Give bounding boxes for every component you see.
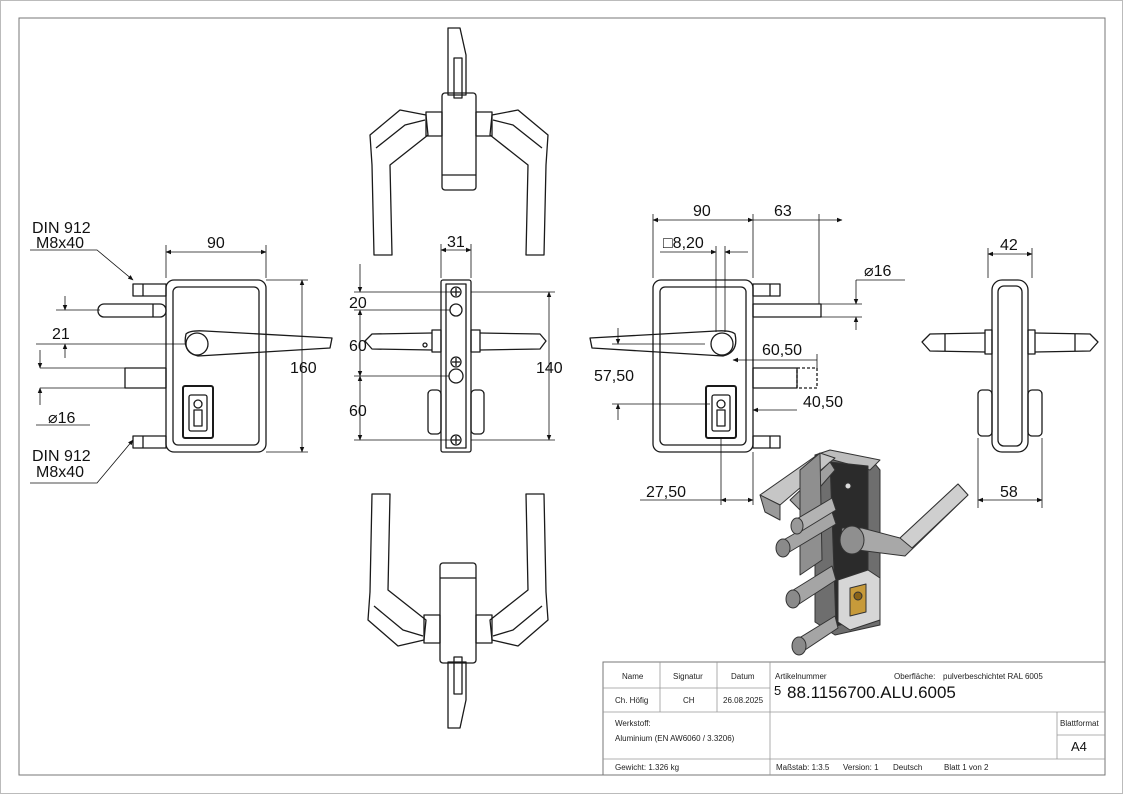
drawing-frame [18,17,1106,776]
tb-name-value: Ch. Höfig [615,696,648,705]
dim-left-top-screw-2: M8x40 [36,235,84,252]
top-view [369,27,549,256]
dim-left-bottom-screw-2: M8x40 [36,464,84,481]
dim-right-5750: 57,50 [594,368,634,385]
dim-left-height: 160 [290,360,317,377]
tb-language: Deutsch [893,763,922,772]
tb-article-number: 88.1156700.ALU.6005 [787,683,956,702]
dim-center-width: 31 [447,234,465,251]
tb-date-value: 26.08.2025 [723,696,764,705]
tb-sheet: Blatt 1 von 2 [944,763,989,772]
tb-version: Version: 1 [843,763,879,772]
tb-sheet-format-label: Blattformat [1060,719,1099,728]
tb-signature-label: Signatur [673,672,703,681]
tb-article-prefix: 5 [774,683,781,698]
tb-material-label: Werkstoff: [615,719,651,728]
dimension-labels: DIN 912 M8x40 90 21 160 ⌀16 DIN 912 M8x4… [32,203,1018,501]
dim-right-dia16: ⌀16 [864,263,892,280]
dim-center-60b: 60 [349,403,367,420]
tb-surface-value: pulverbeschichtet RAL 6005 [943,672,1043,681]
dim-side-58: 58 [1000,484,1018,501]
dim-right-90: 90 [693,203,711,220]
isometric-view [759,449,969,656]
tb-scale: Maßstab: 1:3.5 [776,763,830,772]
dim-right-6050: 60,50 [762,342,802,359]
dim-right-4050: 40,50 [803,394,843,411]
dim-left-bottom-screw-1: DIN 912 [32,448,91,465]
tb-article-label: Artikelnummer [775,672,827,681]
dim-side-42: 42 [1000,237,1018,254]
tb-weight: Gewicht: 1.326 kg [615,763,679,772]
dim-right-63: 63 [774,203,792,220]
tb-material-value: Aluminium (EN AW6060 / 3.3206) [615,734,735,743]
dim-center-20: 20 [349,295,367,312]
bottom-view [367,493,549,729]
center-view [364,279,547,453]
tb-name-label: Name [622,672,644,681]
title-block: Name Signatur Datum Ch. Höfig CH 26.08.2… [602,661,1106,776]
right-front-view [589,279,822,453]
side-view [921,279,1099,453]
dimension-lines [30,214,1043,508]
tb-signature-value: CH [683,696,695,705]
dim-left-dia16: ⌀16 [48,410,76,427]
dim-left-21: 21 [52,326,70,343]
dim-left-top-screw-1: DIN 912 [32,220,91,237]
tb-sheet-format-value: A4 [1071,739,1087,754]
dim-center-140: 140 [536,360,563,377]
left-front-view [97,279,333,453]
dim-right-square: □8,20 [663,235,704,252]
dim-center-60a: 60 [349,338,367,355]
tb-date-label: Datum [731,672,755,681]
dim-left-width: 90 [207,235,225,252]
tb-surface-label: Oberfläche: [894,672,935,681]
dim-right-2750: 27,50 [646,484,686,501]
